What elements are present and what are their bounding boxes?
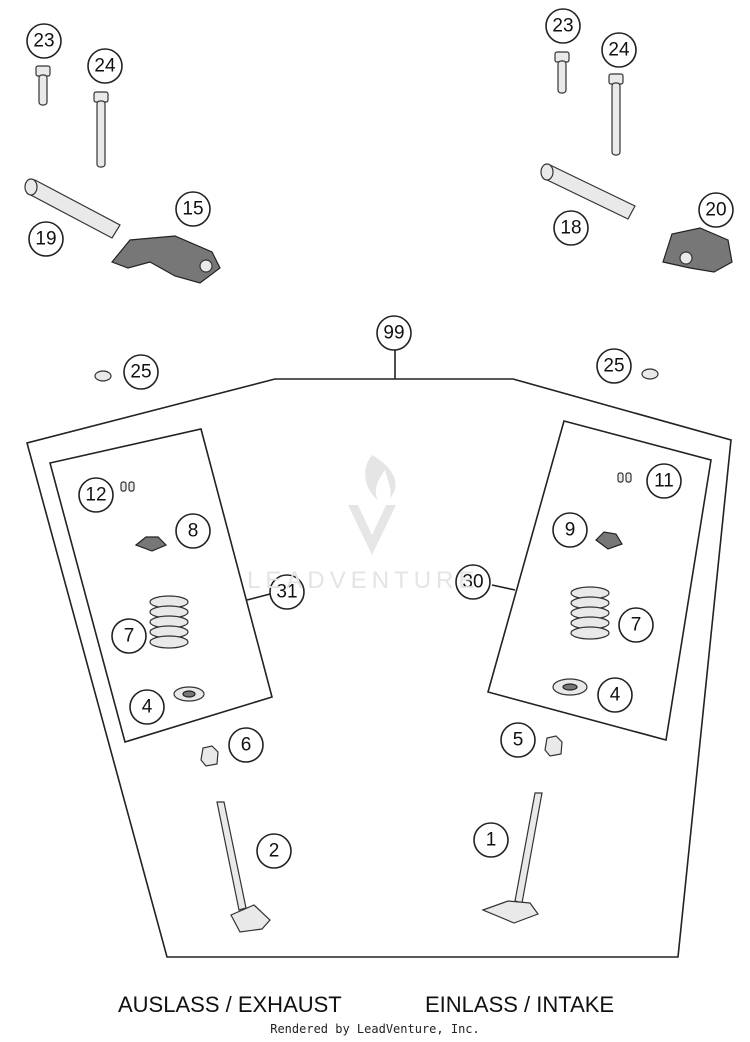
svg-text:24: 24 <box>94 56 116 77</box>
svg-text:25: 25 <box>603 356 624 377</box>
bolt-24-left <box>93 91 109 168</box>
leader-line-30 <box>491 584 516 591</box>
svg-text:9: 9 <box>565 520 576 541</box>
callout-19: 19 <box>28 221 64 257</box>
callout-9: 9 <box>552 512 588 548</box>
svg-text:12: 12 <box>85 485 106 506</box>
intake-valve-1 <box>481 792 543 924</box>
svg-text:5: 5 <box>513 730 524 751</box>
callout-30: 30 <box>455 564 491 600</box>
callout-23-left: 23 <box>26 23 62 59</box>
assembly-frame-99 <box>26 378 732 958</box>
callout-7-left: 7 <box>111 618 147 654</box>
valve-spring-7-right <box>570 586 610 640</box>
callout-1: 1 <box>473 822 509 858</box>
exhaust-valve-2 <box>216 801 271 933</box>
svg-text:2: 2 <box>269 841 280 862</box>
callout-5: 5 <box>500 722 536 758</box>
svg-text:19: 19 <box>35 229 56 250</box>
callout-12: 12 <box>78 477 114 513</box>
callout-18: 18 <box>553 210 589 246</box>
svg-text:15: 15 <box>182 199 203 220</box>
callout-24-left: 24 <box>87 48 123 84</box>
svg-text:23: 23 <box>552 16 573 37</box>
spring-retainer-9 <box>595 531 623 550</box>
valve-stem-seal-6 <box>200 745 219 767</box>
leader-line-31 <box>246 593 271 601</box>
shim-25-left <box>94 370 112 382</box>
valve-keepers-12 <box>120 481 135 492</box>
svg-text:99: 99 <box>383 323 404 344</box>
svg-text:7: 7 <box>124 626 135 647</box>
svg-text:1: 1 <box>486 830 497 851</box>
bolt-24-right <box>608 73 624 156</box>
rocker-arm-15 <box>111 235 221 284</box>
rocker-shaft-19 <box>24 178 121 239</box>
callout-23-right: 23 <box>545 8 581 44</box>
callout-4-left: 4 <box>129 689 165 725</box>
leadventure-logo-watermark <box>348 455 396 555</box>
callout-4-right: 4 <box>597 677 633 713</box>
svg-text:7: 7 <box>631 615 642 636</box>
rocker-shaft-18 <box>540 163 636 220</box>
callout-7-right: 7 <box>618 607 654 643</box>
rendered-by-footer: Rendered by LeadVenture, Inc. <box>270 1022 480 1036</box>
valve-spring-7-left <box>149 595 189 649</box>
svg-text:30: 30 <box>462 572 483 593</box>
bolt-23-left <box>35 65 51 106</box>
exhaust-subassembly-frame-31 <box>49 428 273 744</box>
callout-11: 11 <box>646 463 682 499</box>
svg-text:6: 6 <box>241 735 252 756</box>
callout-8: 8 <box>175 513 211 549</box>
spring-seat-4-right <box>552 678 588 696</box>
svg-text:23: 23 <box>33 31 54 52</box>
intake-subassembly-frame-30 <box>487 420 712 742</box>
callout-25-right: 25 <box>596 348 632 384</box>
valve-stem-seal-5 <box>544 735 563 757</box>
svg-text:4: 4 <box>142 697 153 718</box>
callout-25-left: 25 <box>123 354 159 390</box>
intake-caption: EINLASS / INTAKE <box>425 992 615 1017</box>
callout-99: 99 <box>376 315 412 351</box>
spring-retainer-8 <box>134 536 168 552</box>
leadventure-watermark-text: LEADVENTURE <box>247 567 480 594</box>
callout-31: 31 <box>269 574 305 610</box>
spring-seat-4-left <box>173 686 205 702</box>
svg-text:11: 11 <box>654 471 674 492</box>
callout-20: 20 <box>698 192 734 228</box>
svg-text:25: 25 <box>130 362 151 383</box>
svg-text:20: 20 <box>705 200 726 221</box>
svg-text:24: 24 <box>608 40 630 61</box>
svg-text:4: 4 <box>610 685 621 706</box>
callout-24-right: 24 <box>601 32 637 68</box>
svg-text:31: 31 <box>276 582 297 603</box>
shim-25-right <box>641 368 659 380</box>
bolt-23-right <box>554 51 570 94</box>
callout-6: 6 <box>228 727 264 763</box>
exhaust-caption: AUSLASS / EXHAUST <box>118 992 342 1017</box>
svg-text:8: 8 <box>188 521 199 542</box>
valve-keepers-11 <box>617 472 632 483</box>
callout-15: 15 <box>175 191 211 227</box>
rocker-arm-20 <box>662 227 733 273</box>
svg-text:18: 18 <box>560 218 581 239</box>
callout-2: 2 <box>256 833 292 869</box>
